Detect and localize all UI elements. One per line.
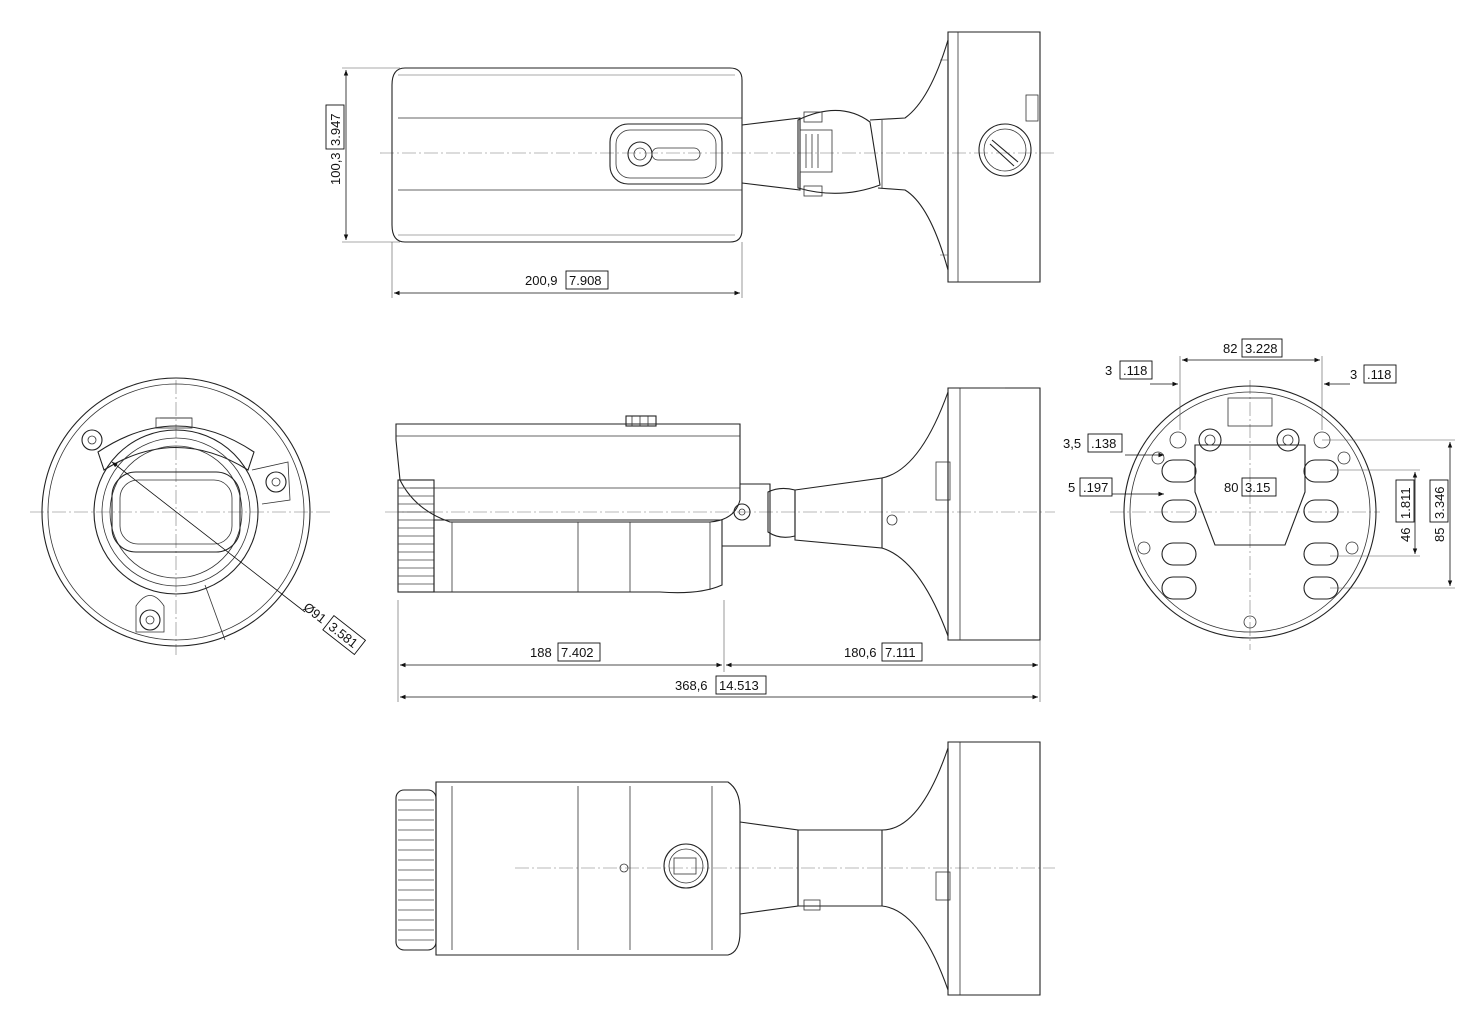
front-view [30,377,330,655]
base-view [1110,356,1455,650]
dim-base-v85-imperial: 3.346 [1432,486,1447,519]
dim-side-front-metric: 188 [530,645,552,660]
dim-top-height-metric: 100,3 [328,152,343,185]
bottom-view [395,741,1055,996]
dim-base-v85-metric: 85 [1432,528,1447,542]
dim-side-rear-imperial: 7.111 [885,645,916,660]
dim-base-slot: 5 .197 [1068,477,1113,497]
dim-base-v46-imperial: 1.811 [1398,487,1413,519]
dim-side-total-imperial: 14.513 [719,678,759,693]
dim-base-v46-metric: 46 [1398,528,1413,542]
dim-base-hole: 3,5 .138 [1063,433,1123,453]
dim-side-front: 188 7.402 [530,642,601,662]
dim-base-inner-metric: 80 [1224,480,1238,495]
dim-top-length: 200,9 7.908 [525,270,609,290]
dim-base-hole-imperial: .138 [1091,436,1116,451]
dim-base-left-gap-imperial: .118 [1123,363,1147,378]
dim-base-v46: 46 1.811 [1395,479,1415,542]
dim-top-length-imperial: 7.908 [569,273,602,288]
top-view [342,31,1055,298]
dim-base-width: 82 3.228 [1223,338,1283,358]
dim-base-slot-metric: 5 [1068,480,1075,495]
dim-base-right-gap: 3 .118 [1350,364,1397,384]
dim-top-length-metric: 200,9 [525,273,558,288]
dim-side-total: 368,6 14.513 [675,675,767,695]
bottom-heatsink-fins [398,799,434,941]
dim-base-right-gap-metric: 3 [1350,367,1357,382]
heatsink-fins [397,479,435,593]
dim-side-front-imperial: 7.402 [561,645,594,660]
dim-base-width-metric: 82 [1223,341,1237,356]
side-view [385,387,1055,702]
dim-top-height: 100,3 3.947 [325,104,345,185]
dim-front-diameter-metric: Ø91 [301,599,330,626]
dim-side-total-metric: 368,6 [675,678,708,693]
dim-base-hole-metric: 3,5 [1063,436,1081,451]
dim-base-width-imperial: 3.228 [1245,341,1278,356]
dim-top-height-imperial: 3.947 [328,113,343,146]
dim-front-diameter: Ø91 3.581 [301,599,367,656]
dim-base-left-gap-metric: 3 [1105,363,1112,378]
dim-side-rear: 180,6 7.111 [844,642,923,662]
dim-base-v85: 85 3.346 [1429,479,1449,542]
dim-base-inner-imperial: 3.15 [1245,480,1270,495]
dim-base-right-gap-imperial: .118 [1367,367,1391,382]
dim-side-rear-metric: 180,6 [844,645,877,660]
dimension-labels: 100,3 3.947 200,9 7.908 Ø91 3.581 188 7.… [301,104,1449,695]
dim-base-slot-imperial: .197 [1083,480,1108,495]
dim-base-inner: 80 3.15 [1224,477,1277,497]
dim-base-left-gap: 3 .118 [1105,360,1153,380]
